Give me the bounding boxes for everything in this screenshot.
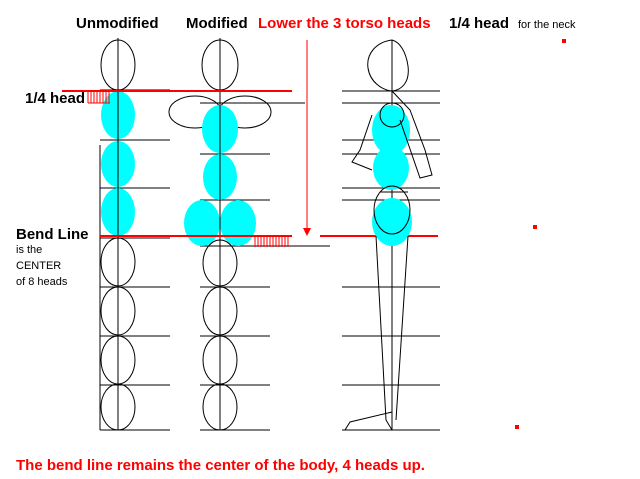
modified-guide-lines [200, 102, 330, 431]
unmodified-head-6 [100, 286, 136, 336]
side-leg [375, 235, 409, 431]
modified-leg-2 [202, 286, 238, 336]
side-neck-ring [379, 102, 405, 128]
side-belly [373, 185, 411, 235]
side-figure [342, 39, 440, 431]
side-foot [344, 411, 393, 431]
quarter-head-hatch-right [254, 236, 289, 247]
center-label: CENTER [16, 260, 62, 272]
is-the-label: is the [16, 244, 43, 256]
modified-hip-right [220, 200, 256, 246]
side-chest [351, 114, 373, 171]
unmodified-label: Unmodified [76, 15, 159, 32]
side-torso-1 [372, 105, 410, 155]
unmodified-head-8 [100, 383, 136, 431]
caption: The bend line remains the center of the … [16, 457, 425, 474]
quarter-head-left-label: 1/4 head [25, 90, 86, 107]
side-torso-3 [372, 198, 412, 246]
side-head [367, 39, 409, 92]
lower-arrow-head [303, 228, 311, 236]
modified-leg-4 [202, 383, 238, 431]
modified-hip-left [184, 200, 220, 246]
side-torso-2 [373, 146, 409, 190]
unmodified-figure [87, 38, 170, 431]
red-dots [515, 39, 566, 429]
bend-line-label: Bend Line [16, 226, 89, 243]
for-the-neck-label: for the neck [518, 19, 576, 31]
of-8-heads-label: of 8 heads [16, 276, 68, 288]
quarter-head-neck-label: 1/4 head [449, 15, 510, 32]
modified-figure [168, 38, 330, 431]
lower-torso-label: Lower the 3 torso heads [258, 15, 431, 32]
quarter-head-hatch-left [87, 91, 110, 104]
side-back [391, 90, 433, 179]
modified-label: Modified [186, 15, 248, 32]
